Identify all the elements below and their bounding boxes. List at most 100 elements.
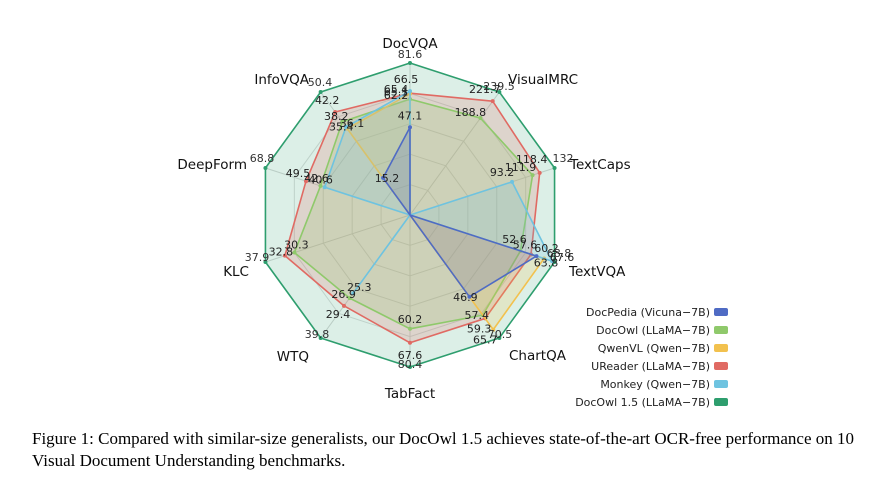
legend-swatch-3 [714,344,728,352]
series-5-point-1 [408,89,412,94]
series-1-label-5: 46.9 [453,291,478,304]
series-4-label-7: 29.4 [326,308,351,321]
series-4-label-4: 57.6 [513,238,538,251]
series-2-point-2 [478,116,483,121]
axis-label-2: VisualMRC [508,72,578,88]
series-2-point-9 [318,183,323,188]
grid-spoke-2 [409,91,500,216]
axis-label-9: DeepForm [177,157,247,173]
series-2-label-9: 42.6 [304,172,329,185]
series-4-point-6 [408,340,412,345]
max-label-5: 70.5 [488,328,513,341]
legend-swatch-2 [714,326,728,334]
axis-label-10: InfoVQA [254,72,309,88]
series-6-point-3 [552,166,557,171]
series-2-label-4: 52.6 [502,233,527,246]
series-1-point-10 [381,175,386,180]
series-5-label-7: 25.3 [347,281,372,294]
series-4-point-2 [490,99,495,104]
series-5-label-3: 93.2 [490,166,515,179]
series-4-label-6: 67.6 [398,349,423,362]
max-label-1: 81.6 [398,48,423,61]
series-4-label-8: 32.8 [269,246,294,259]
max-label-6: 80.4 [398,358,423,371]
axis-label-4: TextVQA [568,264,626,280]
max-label-8: 37.9 [245,251,270,264]
series-2-label-1: 62.2 [384,89,409,102]
series-4-label-2: 221.7 [469,83,501,96]
series-2-label-10: 38.2 [324,110,349,123]
series-2-label-7: 26.9 [331,288,356,301]
series-1-point-4 [534,254,539,259]
series-4-label-5: 59.3 [467,322,492,335]
series-6-point-9 [263,166,268,171]
series-6-point-8 [263,259,268,264]
series-6-point-10 [318,90,323,95]
series-6-point-2 [497,90,502,95]
series-5-label-9: 40.6 [308,173,333,186]
series-6-point-1 [408,61,412,65]
series-2-label-3: 111.9 [505,161,537,174]
series-2-label-2: 188.8 [455,106,487,119]
series-5-point-7 [351,291,356,296]
axis-label-5: ChartQA [509,348,567,364]
series-4-point-10 [333,110,338,115]
grid-spoke-8 [265,214,411,263]
series-2-label-5: 57.4 [464,309,489,322]
series-5-label-10: 36.1 [340,117,365,130]
axis-label-3: TextCaps [569,157,631,173]
series-5-point-10 [344,124,349,129]
series-3-point-5 [491,327,496,332]
series-4-point-3 [537,170,542,175]
series-4-point-8 [282,253,287,258]
axis-label-7: WTQ [277,349,309,365]
legend-label-4: UReader (LLaMA−7B) [591,360,710,373]
series-layer [263,61,557,369]
series-3-label-5: 65.7 [473,334,498,347]
series-4-label-9: 49.5 [286,167,311,180]
series-5-label-4: 67.6 [550,251,575,264]
value-labels: 47.160.246.915.262.2188.8111.952.657.460… [269,73,575,362]
series-3-label-10: 35.4 [329,121,354,134]
figure-caption: Figure 1: Compared with similar-size gen… [32,429,855,470]
axis-label-1: DocVQA [382,36,438,52]
series-1-label-4: 60.2 [534,242,559,255]
series-4-point-7 [342,303,347,308]
series-2-point-8 [292,250,297,255]
series-1-point-5 [467,294,472,299]
series-1-label-10: 15.2 [375,172,400,185]
series-5-label-1: 66.5 [394,73,419,86]
series-6-point-7 [318,335,323,340]
axis-label-6: TabFact [384,386,435,402]
series-4-label-1: 65.4 [384,83,409,96]
series-2-point-10 [340,119,345,124]
series-6-point-6 [408,365,412,369]
series-2-label-8: 30.3 [284,239,309,252]
legend-swatch-1 [714,308,728,316]
axis-label-8: KLC [223,264,249,280]
legend: DocPedia (Vicuna−7B)DocOwl (LLaMA−7B)Qwe… [575,306,728,409]
legend-label-6: DocOwl 1.5 (LLaMA−7B) [575,396,710,409]
max-label-3: 132 [553,152,574,165]
legend-swatch-5 [714,380,728,388]
series-2-label-6: 60.2 [398,313,423,326]
legend-swatch-4 [714,362,728,370]
series-2-point-3 [530,173,535,178]
series-5-point-4 [550,259,555,264]
series-5-point-9 [322,185,327,190]
series-4-label-3: 118.4 [516,153,548,166]
series-3-label-1: 65.1 [384,86,409,99]
series-2-point-6 [408,326,412,331]
series-4-label-10: 42.2 [315,94,340,107]
max-label-2: 239.5 [483,80,515,93]
legend-label-2: DocOwl (LLaMA−7B) [596,324,710,337]
series-4-point-9 [303,179,308,184]
series-5-point-3 [510,179,515,184]
series-3-label-4: 63.8 [534,257,559,270]
max-label-10: 50.4 [308,76,333,89]
legend-label-5: Monkey (Qwen−7B) [600,378,710,391]
series-2-point-7 [347,296,352,301]
legend-swatch-6 [714,398,728,406]
